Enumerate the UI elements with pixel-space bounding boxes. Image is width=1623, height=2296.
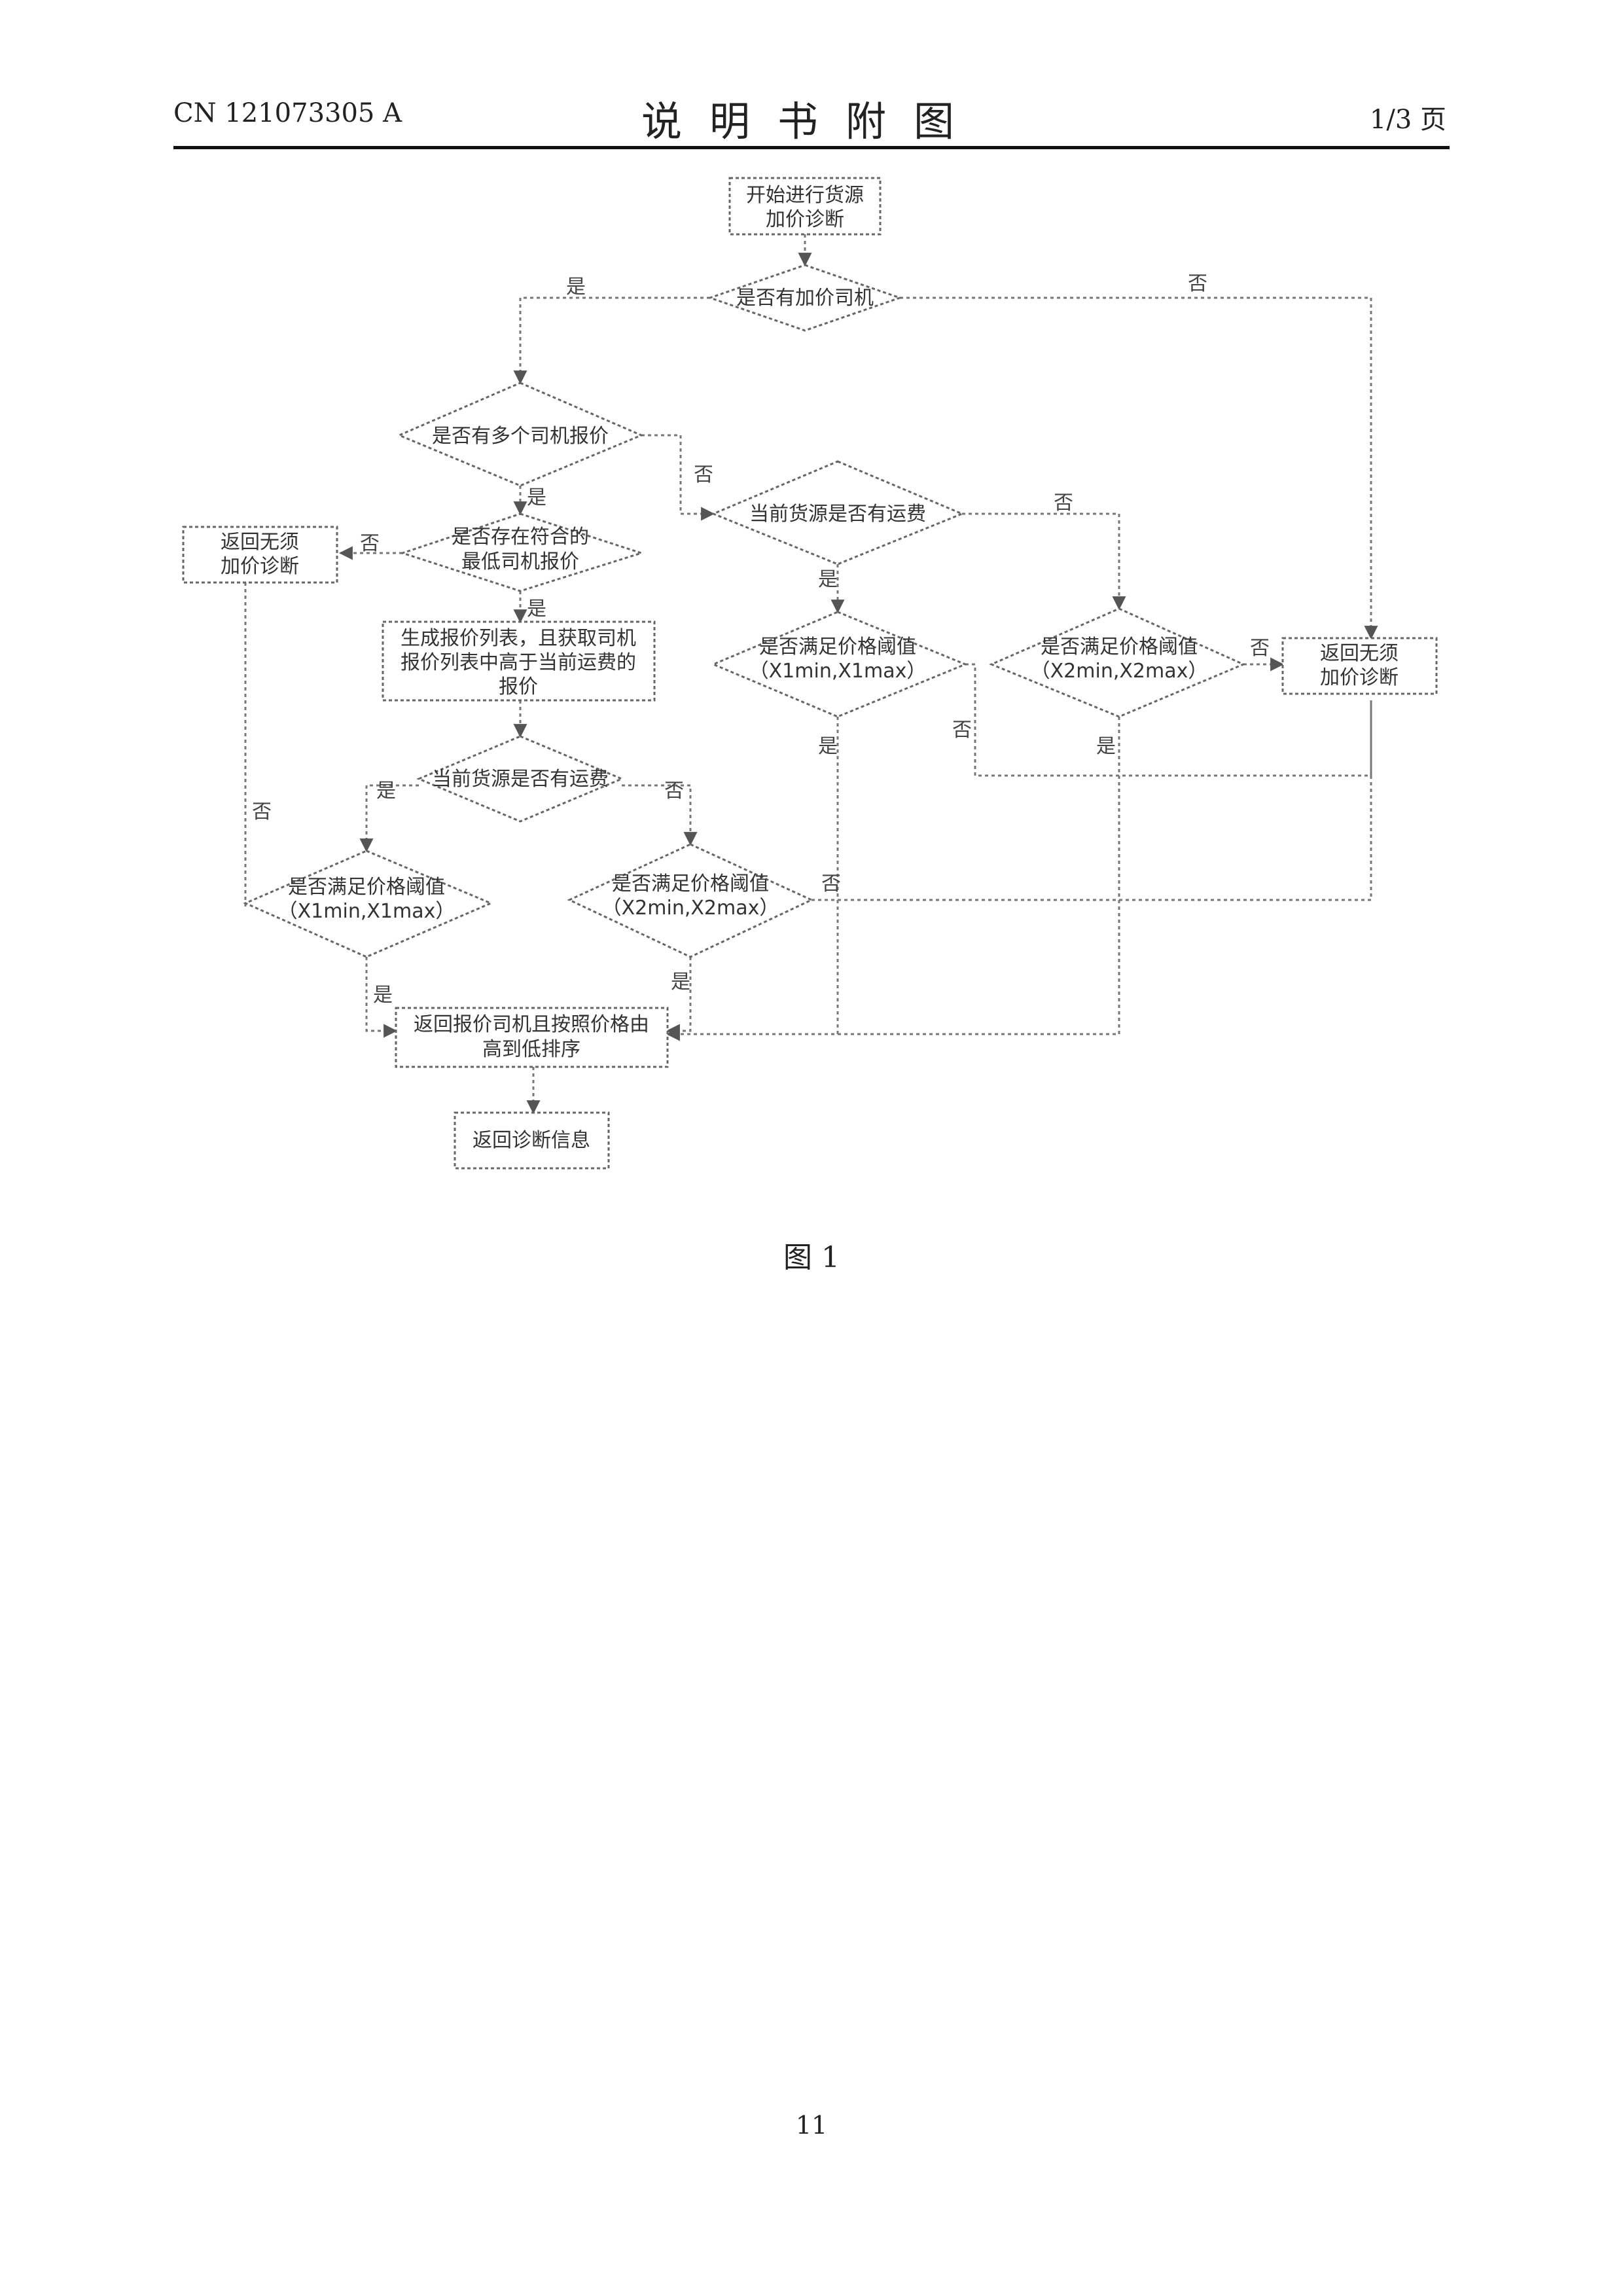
node-start-line1: 开始进行货源 xyxy=(746,184,864,207)
node-q7-text: 当前货源是否有运费 xyxy=(749,503,926,526)
node-gen-line2: 报价列表中高于当前运费的 xyxy=(401,651,636,674)
node-q6-line1: 是否满足价格阈值 xyxy=(612,872,769,895)
node-sorted-line2: 高到低排序 xyxy=(482,1038,580,1061)
node-q-threshold-x2-mid: 是否满足价格阈值 （X2min,X2max） xyxy=(569,844,812,957)
node-q-threshold-x1-left: 是否满足价格阈值 （X1min,X1max） xyxy=(245,851,491,957)
label-q5-yes: 是 xyxy=(373,984,393,1007)
node-ret-left-line2: 加价诊断 xyxy=(221,555,299,578)
node-sorted-line1: 返回报价司机且按照价格由 xyxy=(414,1013,649,1036)
node-q-has-raise-driver: 是否有加价司机 xyxy=(710,265,900,331)
edge-q1-yes xyxy=(520,298,710,383)
label-q9-yes: 是 xyxy=(1096,735,1116,758)
node-diag-text: 返回诊断信息 xyxy=(473,1129,590,1152)
node-q4-text: 当前货源是否有运费 xyxy=(432,768,609,791)
node-q8-line1: 是否满足价格阈值 xyxy=(759,636,916,658)
label-q6-yes: 是 xyxy=(671,971,690,994)
label-q6-no: 否 xyxy=(821,872,841,895)
node-start-line2: 加价诊断 xyxy=(766,208,844,231)
figure-caption: 图 1 xyxy=(0,1234,1623,1276)
label-q4-no: 否 xyxy=(664,780,684,802)
node-return-diag: 返回诊断信息 xyxy=(455,1113,609,1168)
edge-q1-no xyxy=(900,298,1371,638)
node-return-no-raise-right: 返回无须 加价诊断 xyxy=(1283,638,1436,694)
node-q3-line1: 是否存在符合的 xyxy=(452,526,589,548)
node-q5-line2: （X1min,X1max） xyxy=(278,900,455,923)
node-q-threshold-x2-right: 是否满足价格阈值 （X2min,X2max） xyxy=(991,609,1243,717)
node-q9-line1: 是否满足价格阈值 xyxy=(1041,636,1198,658)
label-q8-no: 否 xyxy=(952,719,972,742)
flowchart: 开始进行货源 加价诊断 是否有加价司机 是否有多个司机报价 是否存在符合的 最低… xyxy=(0,0,1623,1244)
label-q2-yes: 是 xyxy=(527,486,546,509)
node-q5-line1: 是否满足价格阈值 xyxy=(288,876,445,899)
node-ret-left-line1: 返回无须 xyxy=(221,531,299,554)
node-q9-line2: （X2min,X2max） xyxy=(1031,660,1208,683)
node-generate-quote-list: 生成报价列表，且获取司机 报价列表中高于当前运费的 报价 xyxy=(383,622,654,700)
label-q7-no: 否 xyxy=(1054,492,1073,514)
label-q1-yes: 是 xyxy=(566,276,586,298)
node-q-multi-driver-quote: 是否有多个司机报价 xyxy=(399,383,641,486)
node-gen-line1: 生成报价列表，且获取司机 xyxy=(401,627,636,650)
node-start: 开始进行货源 加价诊断 xyxy=(730,178,880,234)
label-q9-no: 否 xyxy=(1250,637,1270,660)
node-return-sorted: 返回报价司机且按照价格由 高到低排序 xyxy=(396,1008,668,1067)
node-q2-text: 是否有多个司机报价 xyxy=(432,425,609,448)
node-ret-right-line2: 加价诊断 xyxy=(1320,666,1399,689)
label-q3-yes: 是 xyxy=(527,598,546,620)
node-ret-right-line1: 返回无须 xyxy=(1320,642,1399,665)
node-q-threshold-x1-right: 是否满足价格阈值 （X1min,X1max） xyxy=(713,612,965,717)
node-q-has-lowest-quote: 是否存在符合的 最低司机报价 xyxy=(402,514,641,591)
node-q8-line2: （X1min,X1max） xyxy=(749,660,927,683)
edge-q7-no xyxy=(962,514,1119,609)
label-q5-no: 否 xyxy=(252,800,272,823)
edge-q6-no xyxy=(812,700,1371,900)
label-q4-yes: 是 xyxy=(376,780,396,802)
label-q8-yes: 是 xyxy=(818,735,838,758)
node-q1-text: 是否有加价司机 xyxy=(736,287,874,310)
label-q7-yes: 是 xyxy=(818,568,838,591)
page-number: 11 xyxy=(0,2111,1623,2140)
node-return-no-raise-left: 返回无须 加价诊断 xyxy=(183,527,337,583)
label-q2-no: 否 xyxy=(694,463,713,486)
label-q1-no: 否 xyxy=(1188,272,1207,295)
node-q6-line2: （X2min,X2max） xyxy=(602,897,779,920)
edge-q6-yes xyxy=(668,957,690,1031)
node-q-current-freight-mid: 当前货源是否有运费 xyxy=(419,736,622,821)
node-gen-line3: 报价 xyxy=(499,675,538,698)
label-q3-no: 否 xyxy=(360,532,380,555)
node-q-current-freight-right: 当前货源是否有运费 xyxy=(713,461,962,564)
node-q3-line2: 最低司机报价 xyxy=(461,550,579,573)
